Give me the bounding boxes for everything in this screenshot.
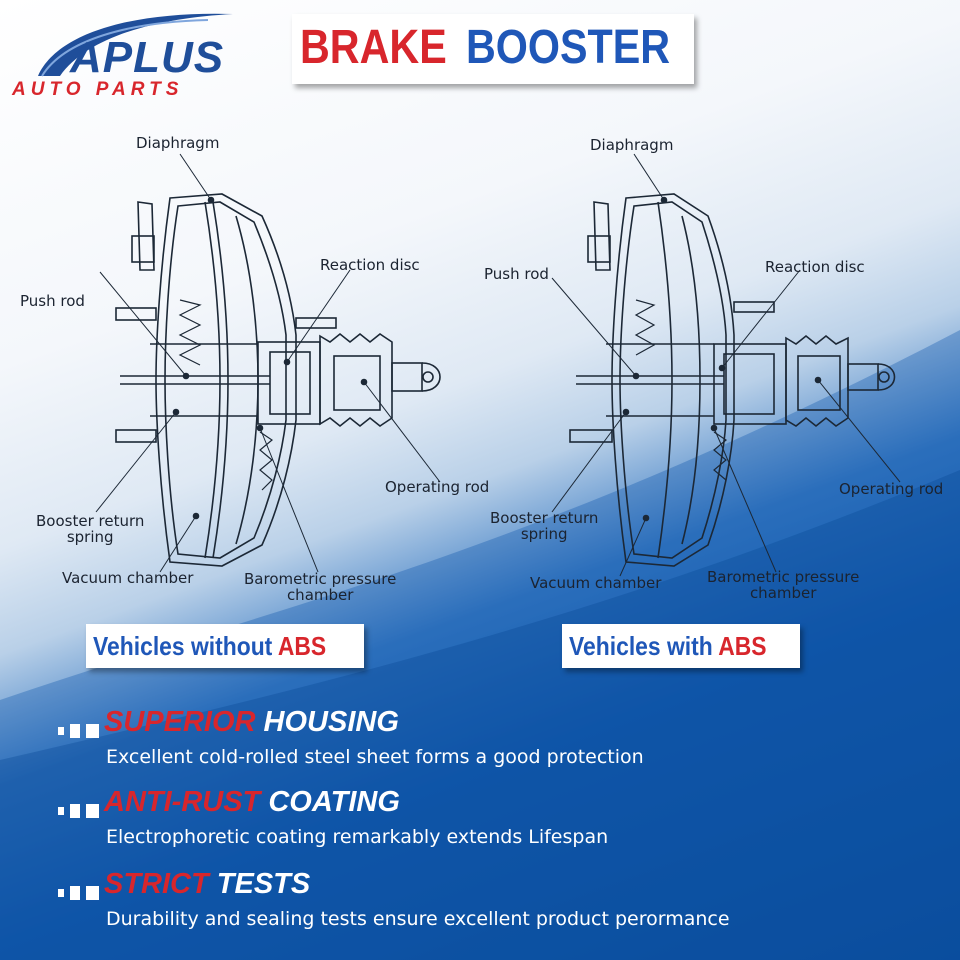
label-operating-rod: Operating rod xyxy=(385,478,490,496)
title-word-1: BRAKE xyxy=(300,21,447,74)
badge-highlight: ABS xyxy=(277,631,327,661)
label-operating-rod: Operating rod xyxy=(839,480,944,498)
label-push-rod: Push rod xyxy=(484,265,549,283)
feature-coating: ANTI-RUST COATING Electrophoretic coatin… xyxy=(58,788,938,860)
title-word-2: BOOSTER xyxy=(466,21,671,74)
label-diaphragm: Diaphragm xyxy=(590,136,674,154)
label-push-rod: Push rod xyxy=(20,292,85,310)
bullet-icon xyxy=(58,886,99,900)
logo-swoosh-icon xyxy=(38,13,233,77)
label-vacuum-chamber: Vacuum chamber xyxy=(62,569,194,587)
brake-booster-abs-cutaway-drawing xyxy=(551,153,901,577)
feature-title-highlight: ANTI-RUST xyxy=(104,786,261,818)
label-reaction-disc: Reaction disc xyxy=(320,256,420,274)
brand-logo: APLUS AUTO PARTS xyxy=(8,6,258,101)
brake-booster-cutaway-drawing xyxy=(95,153,441,573)
badge-without-abs: Vehicles without ABS xyxy=(86,624,364,668)
feature-title-rest: COATING xyxy=(260,786,400,818)
badge-highlight: ABS xyxy=(718,631,767,661)
badge-text: Vehicles without xyxy=(93,631,278,661)
feature-description: Durability and sealing tests ensure exce… xyxy=(106,908,730,930)
brand-tagline: AUTO PARTS xyxy=(12,79,184,100)
bullet-icon xyxy=(58,724,99,738)
label-reaction-disc: Reaction disc xyxy=(765,258,865,276)
feature-tests: STRICT TESTS Durability and sealing test… xyxy=(58,870,938,942)
label-vacuum-chamber: Vacuum chamber xyxy=(530,574,662,592)
page-title: BRAKE BOOSTER xyxy=(292,14,694,84)
feature-description: Electrophoretic coating remarkably exten… xyxy=(106,826,609,848)
feature-title-highlight: STRICT xyxy=(104,868,209,900)
diagram-with-abs: Diaphragm Reaction disc Push rod Operati… xyxy=(460,120,944,620)
label-booster-return-spring: Booster return spring xyxy=(490,509,599,543)
badge-with-abs: Vehicles with ABS xyxy=(562,624,800,668)
bullet-icon xyxy=(58,804,99,818)
feature-description: Excellent cold-rolled steel sheet forms … xyxy=(106,746,644,768)
feature-title-highlight: SUPERIOR xyxy=(104,706,256,738)
label-barometric-pressure-chamber: Barometric pressure chamber xyxy=(244,570,397,604)
feature-title-rest: TESTS xyxy=(208,868,311,900)
diagram-without-abs: Diaphragm Reaction disc Push rod Operati… xyxy=(0,120,489,620)
feature-housing: SUPERIOR HOUSING Excellent cold-rolled s… xyxy=(58,708,938,780)
brand-name: APLUS xyxy=(70,33,225,82)
feature-title: SUPERIOR HOUSING xyxy=(104,708,399,737)
feature-title: STRICT TESTS xyxy=(104,870,310,899)
label-diaphragm: Diaphragm xyxy=(136,134,220,152)
label-booster-return-spring: Booster return spring xyxy=(36,512,145,546)
feature-title-rest: HOUSING xyxy=(255,706,399,738)
feature-title: ANTI-RUST COATING xyxy=(104,788,400,817)
label-barometric-pressure-chamber: Barometric pressure chamber xyxy=(707,568,860,602)
badge-text: Vehicles with xyxy=(569,631,719,661)
